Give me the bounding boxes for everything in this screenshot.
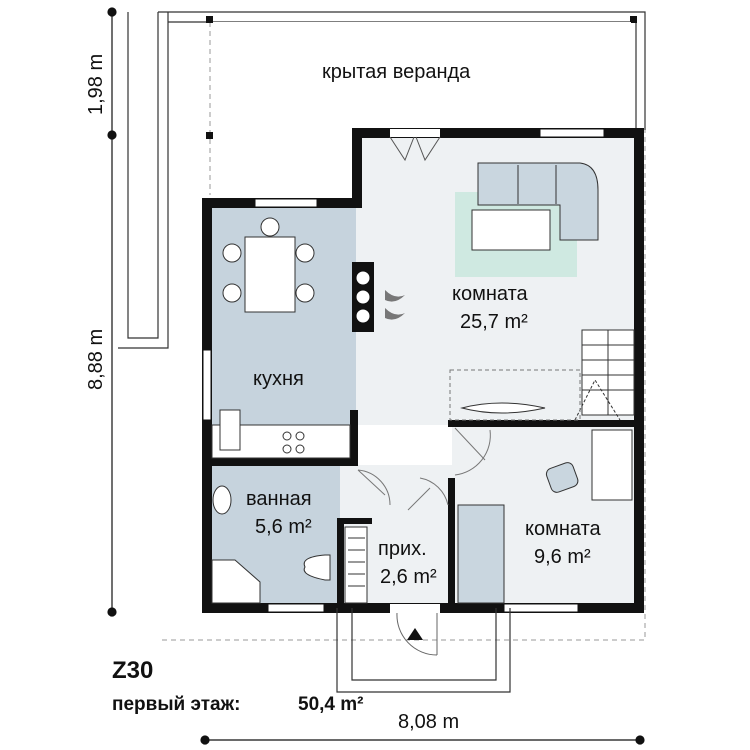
floor-label: первый этаж: [112,694,240,715]
coffee-table [471,209,551,251]
veranda-door [389,129,441,162]
fireplace [352,262,405,332]
office-chair [545,462,579,493]
bed [457,504,505,604]
staircase [574,329,635,421]
bath-name: ванная [246,488,312,510]
hall-area: 2,6 m² [380,566,437,588]
veranda-label: крытая веранда [322,61,471,83]
windows [202,128,605,613]
bath-area: 5,6 m² [255,516,312,538]
flame-icon [385,290,405,302]
interior-doors [357,427,491,511]
bedroom-area: 9,6 m² [534,546,591,568]
sofa [477,162,599,241]
floor-area: 50,4 m² [298,694,363,715]
interior-walls [208,410,638,608]
project-code: Z30 [112,657,153,684]
kitchen-label: кухня [253,368,304,390]
washbasin [212,485,232,515]
living-room-name: комната [452,283,529,305]
desk [591,429,633,501]
veranda-floor [213,22,631,132]
house-depth-label: 8,88 m [85,329,107,390]
entry [336,604,511,693]
living-room-area: 25,7 m² [460,311,528,333]
bedroom-name: комната [525,518,602,540]
cooktop [282,431,305,454]
bedroom-furniture [457,429,633,604]
veranda-posts [206,16,637,139]
kitchen-furniture [211,217,351,459]
veranda-depth-label: 1,98 m [85,54,107,115]
entry-arrow-icon [407,628,423,640]
hall-name: прих. [378,538,427,560]
sink [219,409,241,451]
wardrobe [344,526,368,604]
shower [211,559,261,604]
house-width-label: 8,08 m [398,711,459,733]
bath-fixtures [211,485,331,604]
flame-icon [385,308,405,320]
vertical-dimension [107,7,117,617]
horizontal-dimension [200,735,645,745]
toilet [303,554,331,581]
bench [460,402,546,414]
living-furniture [455,162,599,277]
living-room-divider [449,369,581,421]
dining-table [244,236,296,313]
